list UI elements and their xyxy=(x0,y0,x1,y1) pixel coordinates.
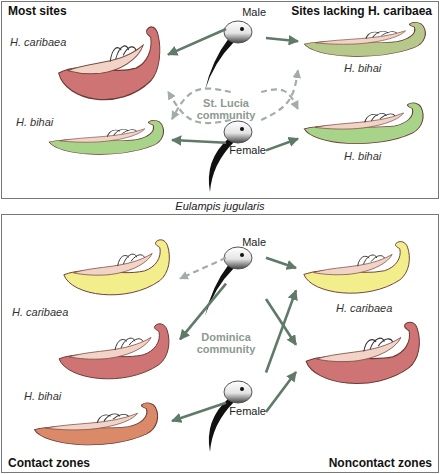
species-label: H. bihai xyxy=(16,116,53,128)
diagram-node: H. bihai xyxy=(298,18,436,76)
heliconia-flower xyxy=(304,242,410,294)
bird-bill xyxy=(205,264,234,316)
heliconia-flower xyxy=(59,324,169,379)
visit-arrow xyxy=(172,403,226,421)
bird-head xyxy=(224,381,252,403)
visit-arrow xyxy=(266,139,298,151)
bird-head xyxy=(224,121,252,143)
visit-arrow xyxy=(266,299,296,345)
sex-label: Male xyxy=(242,6,266,18)
diagram-node: H. caribaea xyxy=(10,236,180,388)
bird-eye xyxy=(240,253,244,257)
sex-label: Female xyxy=(229,144,266,156)
bird-head xyxy=(224,247,252,269)
visit-arrow xyxy=(266,290,296,372)
sex-label: Male xyxy=(242,236,266,248)
visit-arrow xyxy=(266,258,296,268)
diagram-node: Male xyxy=(226,2,266,92)
species-name: Eulampis jugularis xyxy=(0,200,440,212)
panel-heading: Contact zones xyxy=(8,457,90,470)
community-label: St. Lucia community xyxy=(191,97,261,121)
occasional-visit-arrow xyxy=(261,70,298,120)
heliconia-flower xyxy=(304,103,423,144)
heliconia-flower xyxy=(64,240,170,295)
species-label: H. bihai xyxy=(344,150,381,162)
diagram-node: H. bihai xyxy=(10,390,172,452)
diagram-node: H. caribaea xyxy=(8,30,168,112)
diagram-node: Female xyxy=(226,120,266,196)
heliconia-flower xyxy=(306,322,419,383)
heliconia-flower xyxy=(304,22,425,56)
bird-head xyxy=(224,21,252,43)
panel-heading: Noncontact zones xyxy=(329,457,432,470)
community-label: Dominica community xyxy=(191,331,261,355)
heliconia-flower xyxy=(49,120,163,154)
species-label: H. caribaea xyxy=(12,306,68,318)
visit-arrow xyxy=(266,38,298,41)
panel-heading: Most sites xyxy=(8,5,67,18)
community-panel: MaleFemale H. caribaea H. bihai H. bihai H. … xyxy=(1,1,439,199)
bird-eye xyxy=(240,387,244,391)
visit-arrow xyxy=(172,140,226,143)
occasional-visit-arrow xyxy=(168,92,231,124)
heliconia-flower xyxy=(59,27,160,100)
species-label: H. caribaea xyxy=(336,302,392,314)
diagram-node: Female xyxy=(226,366,266,458)
diagram-node: H. bihai xyxy=(8,114,172,166)
heliconia-flower xyxy=(34,403,157,445)
occasional-visit-arrow xyxy=(180,258,226,279)
species-label: H. bihai xyxy=(24,390,61,402)
diagram-node: Male xyxy=(226,232,266,318)
visit-arrow xyxy=(180,284,226,340)
sex-label: Female xyxy=(229,405,266,417)
occasional-visit-arrow xyxy=(261,89,298,109)
diagram-node: H. caribaea xyxy=(296,236,436,396)
bird-eye xyxy=(240,27,244,31)
diagram-node: H. bihai xyxy=(298,98,436,172)
species-label: H. bihai xyxy=(344,62,381,74)
bird-eye xyxy=(240,127,244,131)
community-panel: MaleFemale H. caribaea H. bihai H. caribaea… xyxy=(1,214,439,473)
occasional-visit-arrow xyxy=(172,89,231,120)
species-label: H. caribaea xyxy=(10,36,66,48)
panel-heading: Sites lacking H. caribaea xyxy=(291,5,432,18)
visit-arrow xyxy=(266,372,296,412)
visit-arrow xyxy=(168,29,226,55)
bird-bill xyxy=(205,38,234,90)
